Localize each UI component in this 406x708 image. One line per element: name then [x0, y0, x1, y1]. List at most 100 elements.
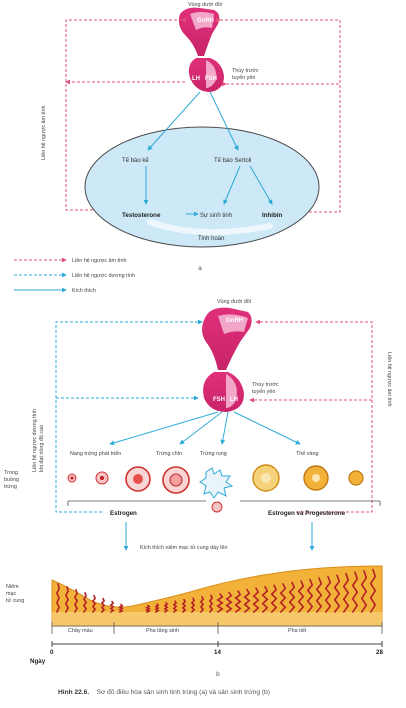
endometrial-gland	[279, 583, 287, 613]
stage-label-mature: Trứng chín	[156, 451, 182, 457]
lh-to-corpus-luteum-arrow	[233, 411, 301, 445]
endometrial-gland	[199, 596, 205, 613]
day-tick-0: 0	[50, 649, 54, 656]
endometrial-gland	[55, 583, 61, 613]
female-lh-label: LH	[230, 397, 238, 403]
female-gnrh-label: GnRH	[226, 318, 243, 324]
endometrial-gland	[351, 571, 359, 613]
stage-label-ovulation: Trứng rụng	[200, 451, 227, 457]
male-part-label: a	[198, 265, 202, 272]
endometrial-gland	[270, 584, 278, 613]
endometrial-gland	[190, 597, 196, 613]
phase-bar	[51, 622, 383, 634]
inhibin-label: Inhibin	[262, 212, 282, 219]
testis-ellipse	[84, 126, 320, 248]
endometrial-gland	[324, 575, 332, 613]
endometrial-gland	[342, 572, 350, 613]
male-hypothalamus-gland	[178, 7, 224, 92]
stage-label-corpus-luteum: Thể vàng	[296, 450, 318, 457]
endometrial-gland	[91, 594, 97, 613]
male-feedback-right-outer	[215, 17, 341, 213]
released-egg	[211, 501, 223, 513]
endometrial-gland	[225, 591, 233, 613]
phase-bleeding: Chảy máu	[68, 628, 93, 634]
spermatogenesis-label: Sự sinh tinh	[200, 213, 232, 219]
endometrial-gland	[154, 603, 160, 613]
sertoli-to-inhibin-arrow	[249, 165, 273, 205]
endometrial-gland	[360, 570, 368, 613]
endometrial-gland	[243, 588, 251, 613]
endometrial-gland	[181, 598, 187, 613]
endometrium-illustration	[51, 565, 383, 627]
endometrial-gland	[288, 581, 296, 613]
day-tick-28: 28	[376, 649, 383, 656]
female-fsh-label: FSH	[213, 397, 225, 403]
female-part-label: b	[216, 671, 220, 678]
fsh-to-mature-egg-arrow	[179, 411, 223, 445]
female-hypothalamus-label: Vùng dưới đồi	[217, 299, 251, 305]
endometrial-gland	[315, 577, 323, 613]
follicle-stages	[67, 464, 364, 513]
legend-stimulate-label: Kích thích	[72, 288, 96, 294]
endometrial-gland	[297, 580, 305, 613]
lh-to-leydig-arrow	[147, 91, 201, 151]
female-right-feedback-label: Liên hệ ngược âm tính	[386, 352, 392, 407]
male-feedback-side-label: Liên hệ ngược âm tính	[41, 106, 47, 161]
male-feedback-left-outer	[65, 17, 187, 211]
estrogen-progesterone-label: Estrogen và Progesterone	[268, 510, 346, 517]
endometrial-gland	[306, 578, 314, 613]
endometrial-gland	[82, 591, 88, 613]
caption-number: Hình 22.6.	[58, 689, 89, 696]
endometrial-gland	[172, 600, 178, 613]
male-lh-label: LH	[192, 76, 200, 82]
legend: Liên hệ ngược âm tính Liên hệ ngược dươn…	[14, 257, 135, 294]
endometrial-gland	[234, 590, 242, 613]
endometrial-gland	[145, 604, 151, 613]
phase-proliferative: Pha tăng sinh	[146, 628, 179, 634]
endometrial-gland	[333, 574, 341, 613]
endometrial-gland	[64, 586, 70, 613]
lh-to-ovulation-arrow	[220, 411, 229, 445]
figure-caption: Hình 22.6. Sơ đồ điều hòa sản sinh tinh …	[58, 681, 270, 698]
endometrial-gland	[100, 597, 106, 613]
caption-text: Sơ đồ điều hòa sản sinh tinh trùng (a) v…	[97, 687, 270, 696]
female-negative-feedback-outer	[255, 319, 373, 513]
male-fsh-label: FSH	[205, 76, 217, 82]
leydig-label: Tế bào kẽ	[122, 158, 149, 164]
endometrial-gland	[261, 585, 269, 613]
endometrial-gland	[118, 603, 124, 613]
female-left-feedback-label: Liên hệ ngược dương tínhkhi đạt nồng độ …	[32, 409, 45, 472]
female-positive-feedback-outer	[55, 319, 203, 513]
endometrial-gland	[73, 589, 79, 613]
endometrial-gland	[369, 568, 377, 613]
endometrial-gland	[216, 593, 224, 613]
phase-secretory: Pha tiết	[288, 628, 307, 634]
stage-label-developing: Nang trứng phát triển	[70, 450, 121, 457]
sertoli-label: Tế bào Sertoli	[214, 158, 251, 164]
legend-positive-label: Liên hệ ngược dương tính	[72, 273, 135, 279]
testis-highlight	[147, 219, 273, 236]
testis-label: Tinh hoàn	[198, 236, 224, 242]
fsh-to-sertoli-arrow	[209, 91, 239, 151]
male-gnrh-label: GnRH	[197, 18, 214, 24]
endometrial-gland	[208, 594, 214, 613]
day-label: Ngày	[30, 658, 46, 665]
female-hypothalamus-gland	[202, 307, 252, 412]
legend-negative-label: Liên hệ ngược âm tính	[72, 258, 127, 264]
endometrial-gland	[252, 587, 260, 613]
endometrial-gland	[109, 600, 115, 613]
fsh-to-follicle-arrow	[109, 411, 219, 446]
ruptured-follicle	[199, 467, 234, 499]
testosterone-label: Testosterone	[122, 212, 161, 219]
day-tick-14: 14	[214, 649, 221, 656]
estrogen-label: Estrogen	[110, 510, 137, 517]
male-hypothalamus-label: Vùng dưới đồi	[188, 2, 222, 8]
endometrial-gland	[163, 601, 169, 613]
sertoli-to-spermatogenesis-arrow	[223, 165, 241, 205]
